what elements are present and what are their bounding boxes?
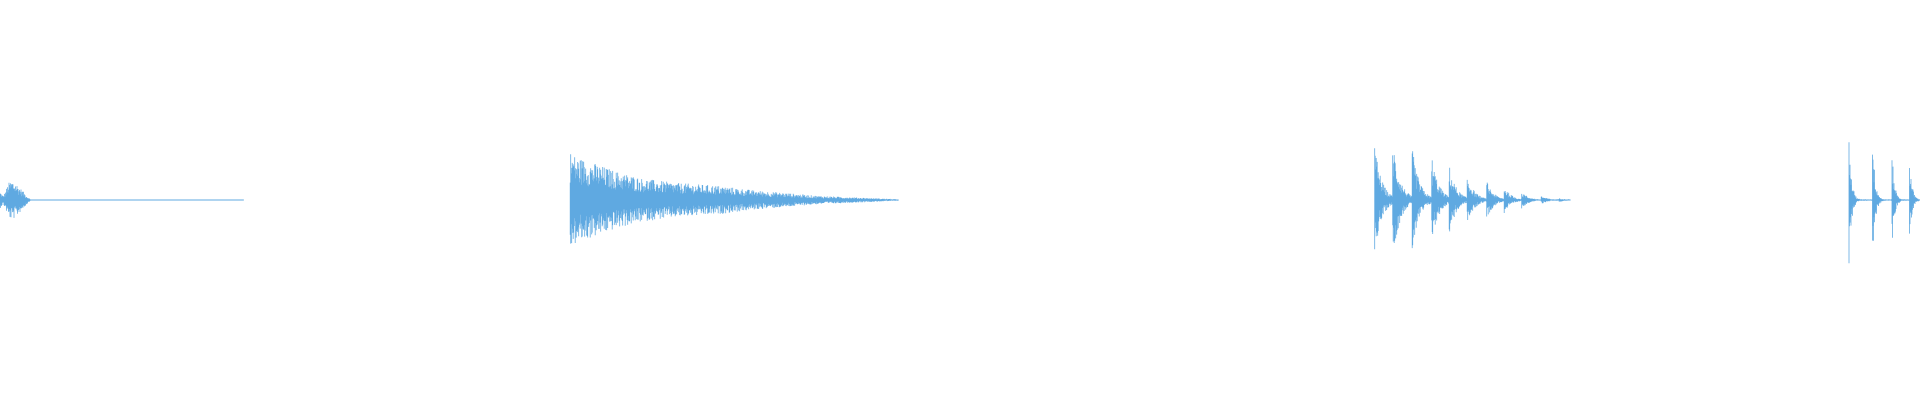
waveform-clip-2 [569,154,899,244]
waveform-samples [0,182,31,218]
waveform-clip-3 [1374,148,1571,250]
waveform-clip-1 [0,182,244,218]
audio-clips [0,142,1920,264]
waveform-clip-4 [1848,142,1920,264]
